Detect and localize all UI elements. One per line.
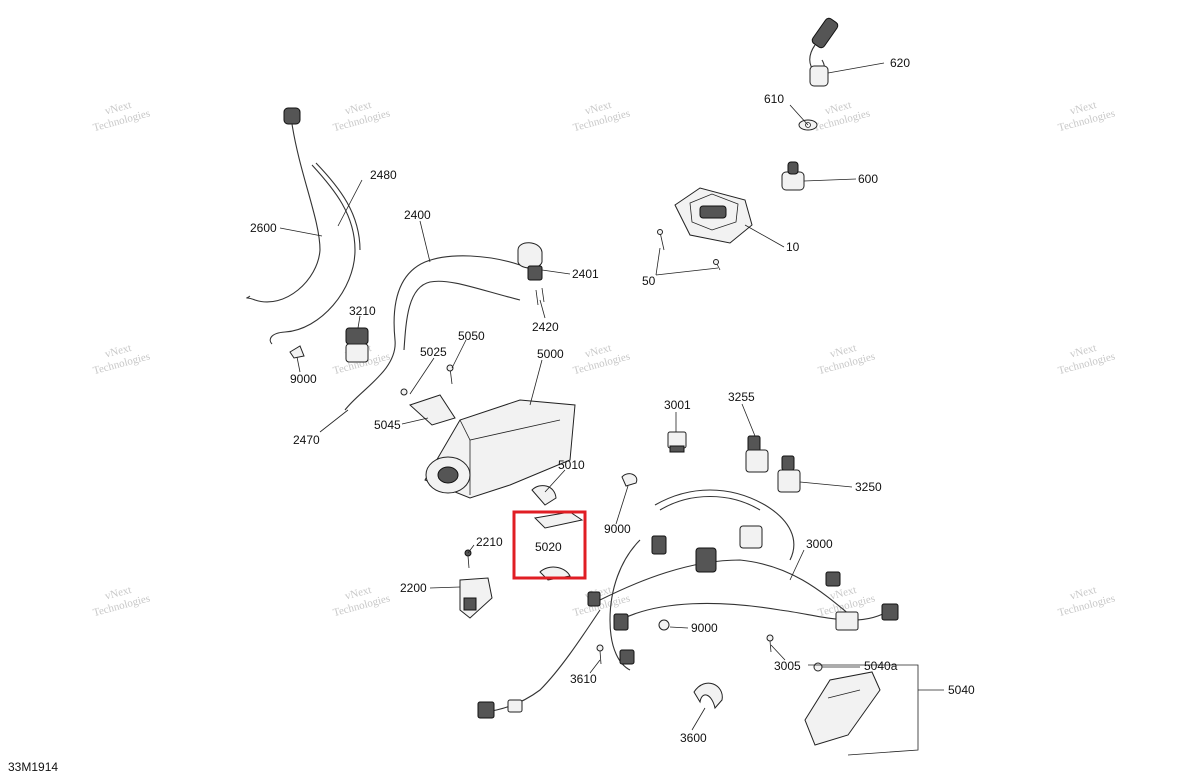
part-5025-bracket[interactable] [400, 388, 456, 426]
part-5040a-nut[interactable] [813, 662, 823, 672]
callout-label[interactable]: 5040 [948, 683, 975, 697]
part-3600-clamp[interactable] [693, 682, 723, 710]
part-2400-cable[interactable] [344, 255, 521, 411]
callout-label[interactable]: 2480 [370, 168, 397, 182]
callout-label[interactable]: 3210 [349, 304, 376, 318]
callout-label[interactable]: 2200 [400, 581, 427, 595]
part-5000-ecu-housing[interactable] [424, 399, 576, 499]
part-3250-switch[interactable] [777, 455, 801, 493]
part-2200-sensor[interactable] [459, 577, 493, 619]
part-2600-cable[interactable] [246, 107, 321, 303]
part-50-screws[interactable] [657, 229, 721, 271]
callout-label[interactable]: 2210 [476, 535, 503, 549]
part-10-gauge-cluster[interactable] [674, 187, 753, 244]
part-5050-screw[interactable] [446, 364, 454, 385]
part-3000-main-harness[interactable] [477, 489, 899, 719]
diagram-code: 33M1914 [8, 760, 59, 774]
callout-label[interactable]: 5020 [535, 540, 562, 554]
part-5040-cover[interactable] [804, 664, 919, 756]
callout-label[interactable]: 9000 [290, 372, 317, 386]
callout-label[interactable]: 2600 [250, 221, 277, 235]
callout-label[interactable]: 3600 [680, 731, 707, 745]
callout-label[interactable]: 2401 [572, 267, 599, 281]
part-9000-clip-right[interactable] [658, 619, 670, 631]
callout-label[interactable]: 620 [890, 56, 910, 70]
callout-label[interactable]: 3000 [806, 537, 833, 551]
callout-label[interactable]: 5010 [558, 458, 585, 472]
part-2480-cable[interactable] [269, 162, 361, 345]
part-620-tether-cord[interactable] [809, 17, 840, 87]
callout-label[interactable]: 2400 [404, 208, 431, 222]
callout-label[interactable]: 3001 [664, 398, 691, 412]
part-2420-screws[interactable] [535, 287, 545, 306]
callout-label[interactable]: 5045 [374, 418, 401, 432]
callout-label[interactable]: 2470 [293, 433, 320, 447]
leader-lines [279, 62, 944, 731]
part-3005-screw[interactable] [766, 634, 774, 653]
callout-label[interactable]: 3005 [774, 659, 801, 673]
callout-label[interactable]: 600 [858, 172, 878, 186]
callout-label[interactable]: 3250 [855, 480, 882, 494]
callout-label[interactable]: 3610 [570, 672, 597, 686]
part-3210-module[interactable] [345, 327, 369, 363]
callout-label[interactable]: 5000 [537, 347, 564, 361]
callout-label[interactable]: 50 [642, 274, 656, 288]
callout-label[interactable]: 5050 [458, 329, 485, 343]
part-2401-sensor[interactable] [517, 242, 543, 281]
part-9000-clip-left[interactable] [289, 345, 305, 359]
callout-label[interactable]: 9000 [691, 621, 718, 635]
callout-label[interactable]: 2420 [532, 320, 559, 334]
part-600-switch[interactable] [781, 161, 805, 191]
highlight-box-5020 [512, 510, 587, 580]
part-3001-relay[interactable] [667, 431, 687, 453]
part-labels: 620 610 600 10 50 2480 2600 2400 2401 24… [250, 56, 975, 745]
callout-label[interactable]: 3255 [728, 390, 755, 404]
part-3610-screw[interactable] [596, 644, 604, 665]
callout-label[interactable]: 9000 [604, 522, 631, 536]
callout-label[interactable]: 5040a [864, 659, 898, 673]
part-3255-switch[interactable] [745, 435, 769, 473]
callout-label[interactable]: 5025 [420, 345, 447, 359]
callout-label[interactable]: 10 [786, 240, 800, 254]
callout-label[interactable]: 610 [764, 92, 784, 106]
part-9000-clip-center[interactable] [621, 473, 638, 487]
part-5010-clip[interactable] [531, 485, 557, 506]
